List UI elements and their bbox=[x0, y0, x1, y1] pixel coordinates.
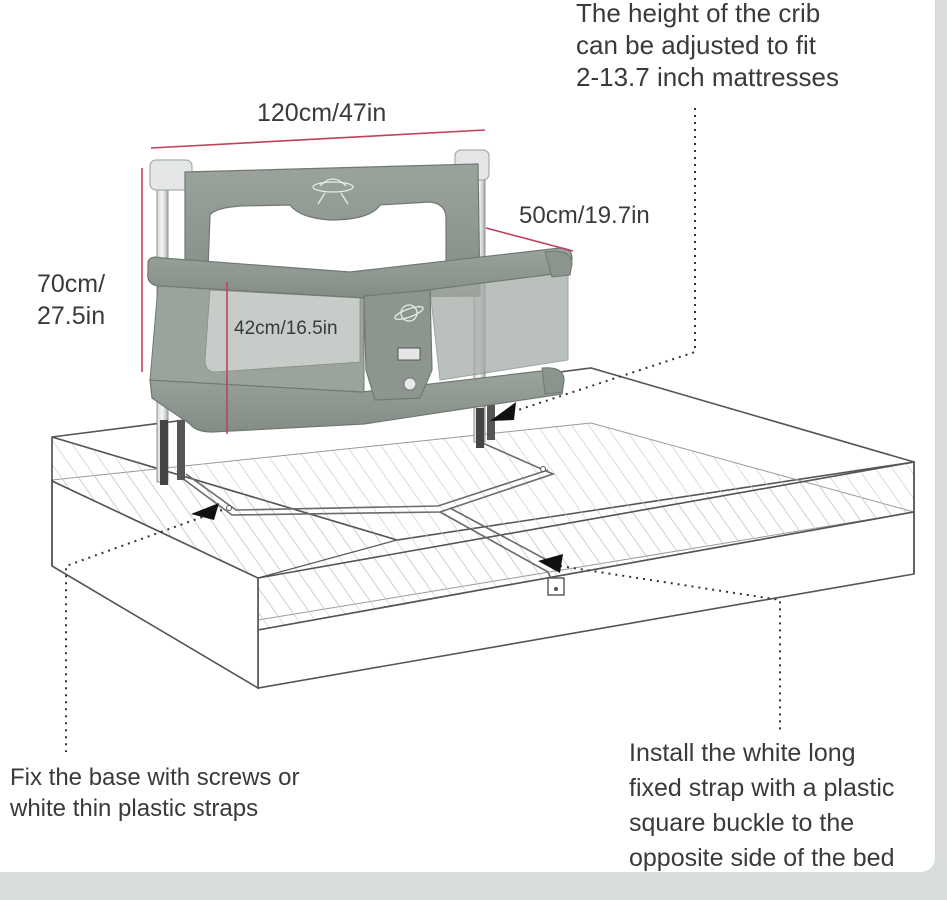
inner-height-label: 42cm/16.5in bbox=[234, 318, 338, 339]
crib-height-leader bbox=[511, 108, 696, 413]
fix-base-note-line-1: Fix the base with screws or bbox=[10, 764, 300, 791]
depth-dimension-line bbox=[485, 227, 574, 252]
depth-label: 50cm/19.7in bbox=[519, 202, 650, 229]
dimension-lines bbox=[141, 129, 574, 434]
width-dimension-line bbox=[150, 129, 486, 149]
crib-height-note-line-1: The height of the crib bbox=[576, 0, 821, 28]
install-strap-note-line-2: fixed strap with a plastic bbox=[629, 774, 895, 802]
height-label: 70cm/ 27.5in bbox=[37, 268, 105, 332]
planet-icon bbox=[394, 304, 424, 322]
crib-height-arrow bbox=[490, 402, 516, 421]
crib-height-note-line-2: can be adjusted to fit bbox=[576, 30, 816, 60]
install-strap-note: Install the white long fixed strap with … bbox=[629, 736, 894, 872]
crib-height-note: The height of the crib can be adjusted t… bbox=[576, 0, 839, 93]
product-image-card: The height of the crib can be adjusted t… bbox=[0, 0, 935, 872]
bed-rail-installation-diagram bbox=[50, 108, 915, 752]
width-label: 120cm/47in bbox=[257, 99, 387, 127]
strap-arrow bbox=[538, 554, 563, 573]
rail-front-mesh bbox=[204, 289, 361, 373]
strap-leader bbox=[559, 565, 781, 730]
fix-base-arrow bbox=[191, 503, 219, 520]
arrowheads bbox=[191, 402, 563, 573]
install-strap-note-line-3: square buckle to the bbox=[629, 809, 855, 837]
height-label-line-1: 70cm/ bbox=[37, 270, 106, 298]
height-label-line-2: 27.5in bbox=[37, 302, 106, 330]
release-knob bbox=[403, 377, 417, 391]
bed-rail bbox=[147, 149, 573, 485]
install-strap-note-line-4: opposite side of the bed bbox=[629, 844, 895, 872]
leader-lines bbox=[65, 108, 781, 752]
rail-front-panel bbox=[149, 285, 365, 393]
crib-height-note-line-3: 2-13.7 inch mattresses bbox=[576, 62, 840, 92]
fix-base-note: Fix the base with screws or white thin p… bbox=[10, 762, 299, 824]
ufo-icon bbox=[312, 178, 354, 205]
bed-mattress bbox=[50, 367, 915, 690]
rail-top-band bbox=[147, 247, 573, 299]
plastic-square-buckle bbox=[547, 577, 565, 596]
fix-base-note-line-2: white thin plastic straps bbox=[10, 795, 259, 822]
adjustment-button bbox=[397, 347, 421, 361]
install-strap-note-line-1: Install the white long bbox=[629, 739, 856, 767]
